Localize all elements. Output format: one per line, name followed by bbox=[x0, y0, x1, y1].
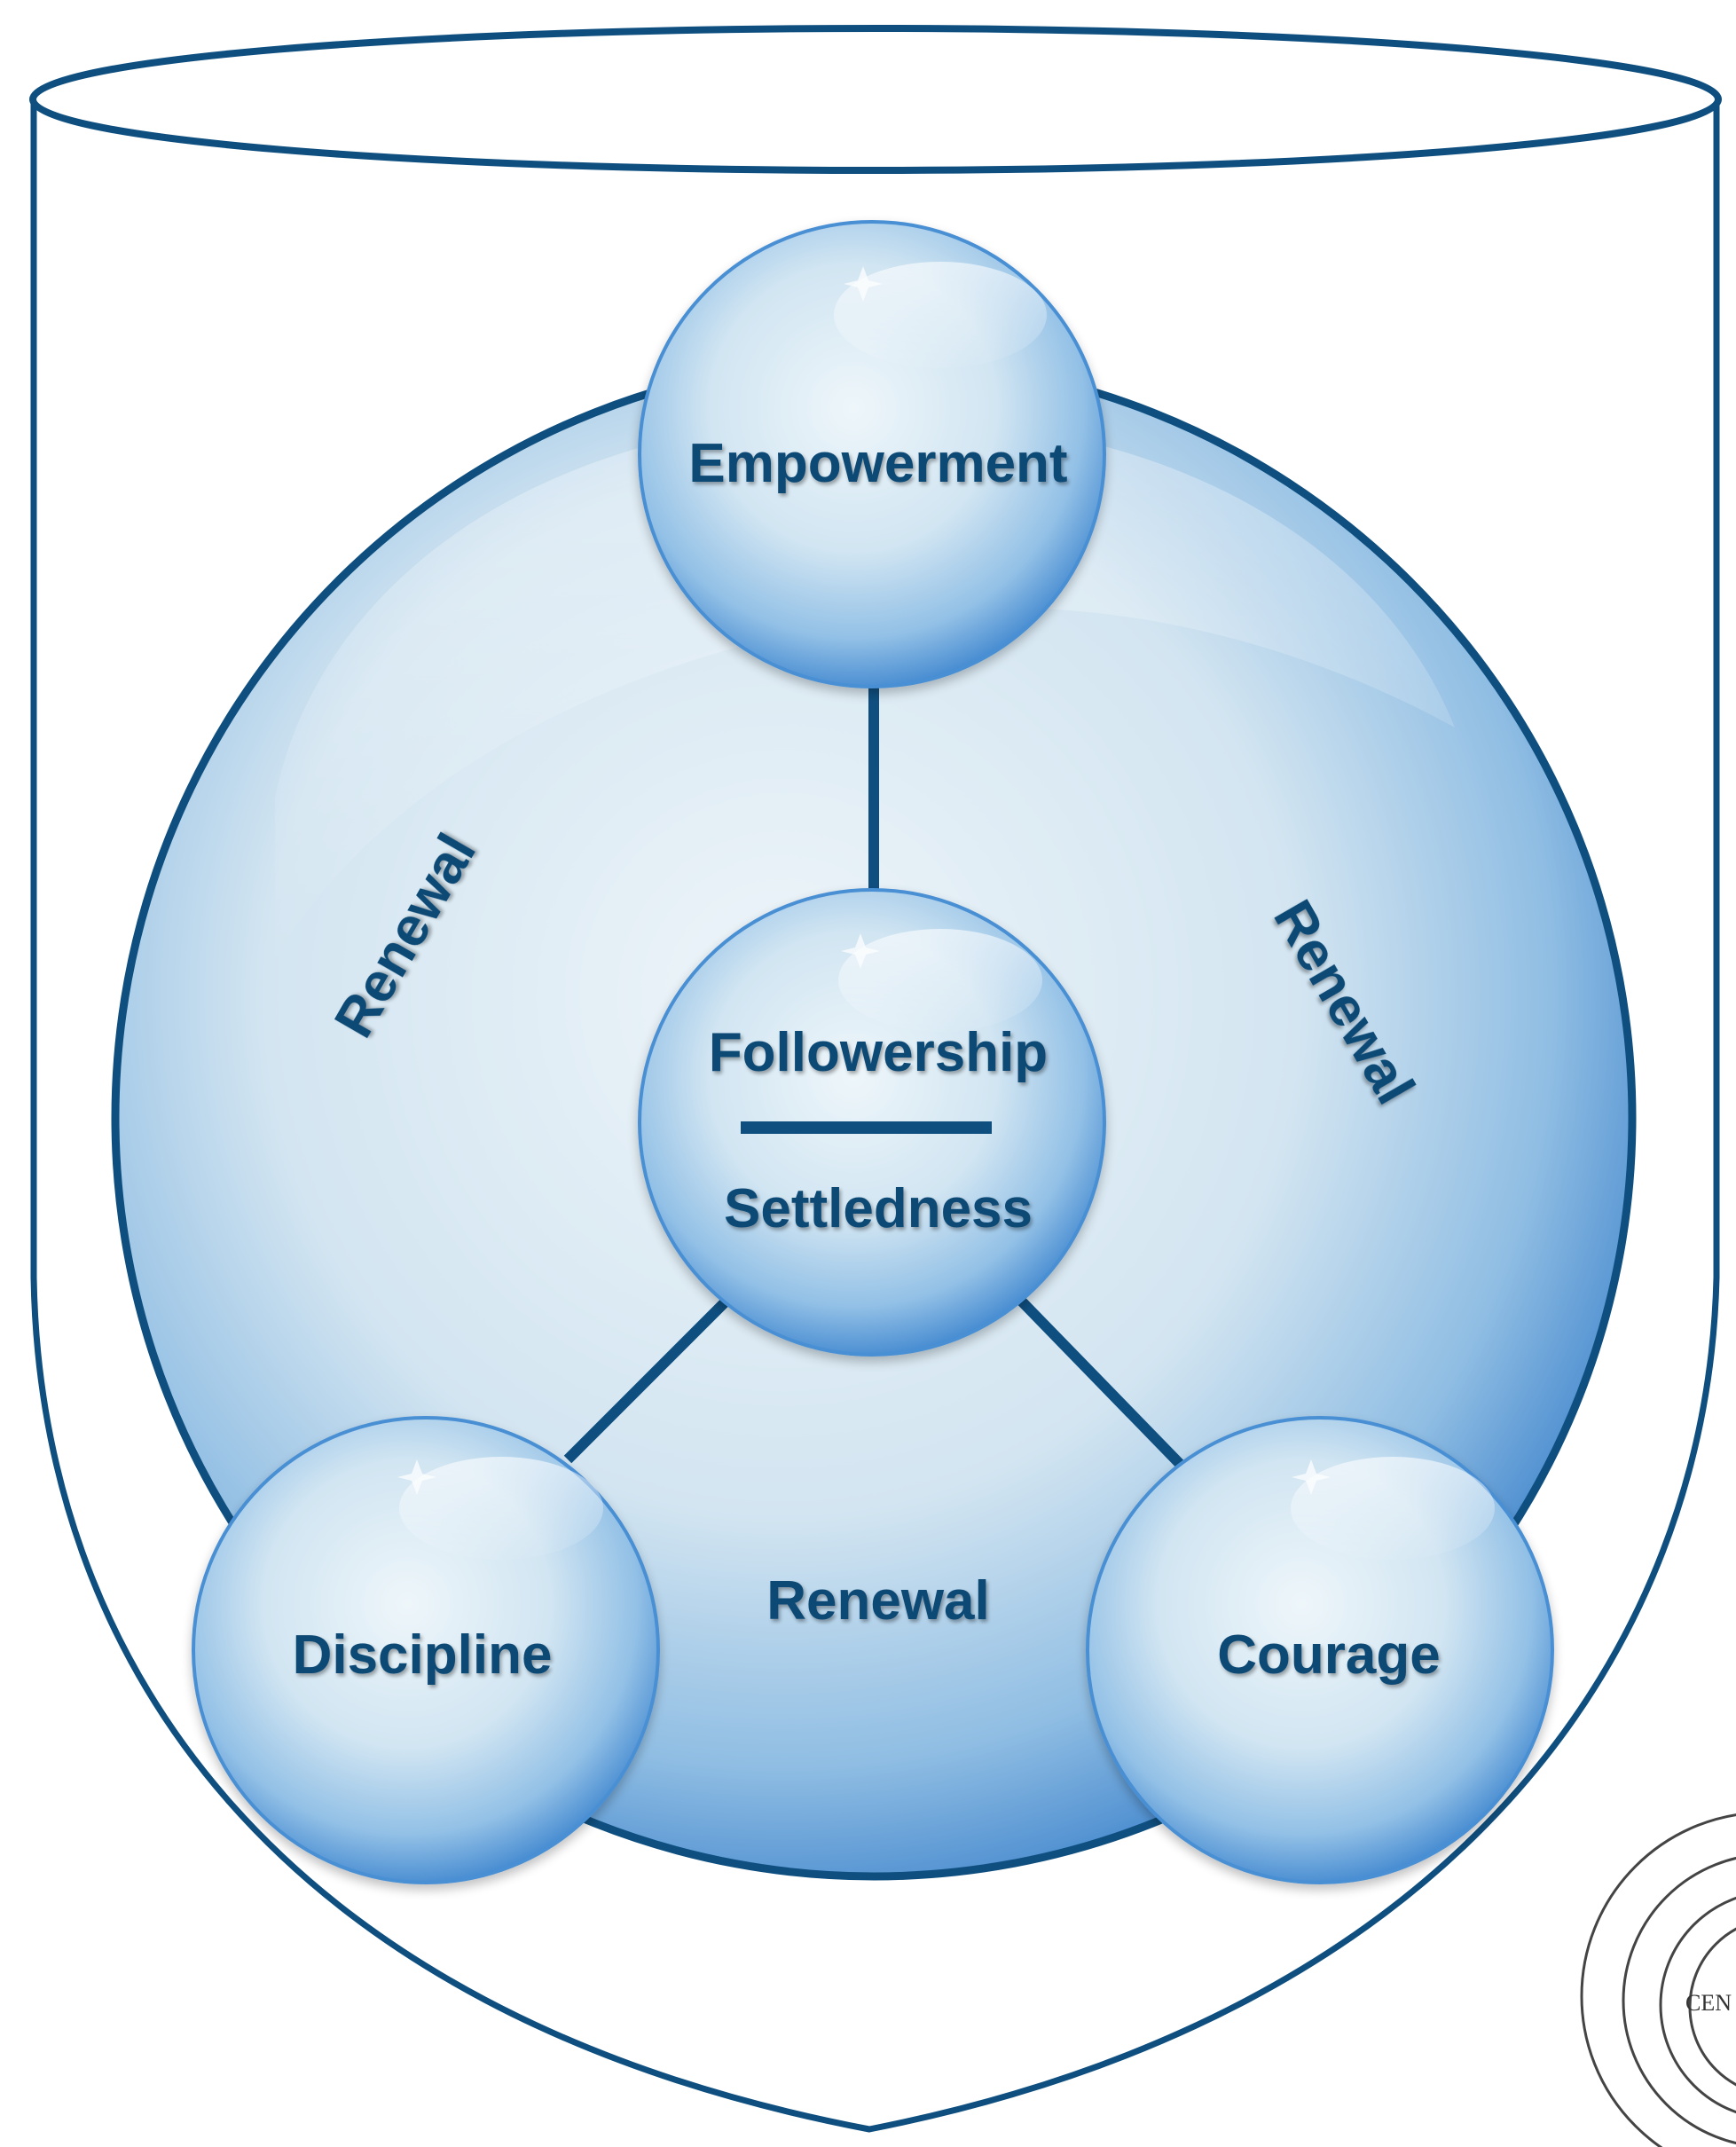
node-discipline bbox=[192, 1416, 660, 1884]
sparkle-icon bbox=[1292, 1459, 1331, 1495]
edge-label-bottom: Renewal bbox=[766, 1570, 990, 1632]
connector-left bbox=[563, 1295, 732, 1464]
vessel-rim bbox=[29, 25, 1722, 174]
connector-right bbox=[1016, 1295, 1184, 1468]
node-label-empowerment: Empowerment bbox=[688, 433, 1067, 494]
sparkle-icon bbox=[844, 266, 883, 302]
node-empowerment bbox=[638, 220, 1106, 688]
node-label-courage: Courage bbox=[1217, 1624, 1440, 1686]
sparkle-icon bbox=[397, 1459, 436, 1495]
node-label-settledness: Settledness bbox=[724, 1178, 1033, 1239]
logo-text: CEN bbox=[1685, 1990, 1732, 2016]
sparkle-icon bbox=[841, 933, 880, 969]
logo-seal: CEN bbox=[1580, 1813, 1736, 2147]
node-label-followership: Followership bbox=[709, 1022, 1048, 1083]
node-courage bbox=[1086, 1416, 1554, 1884]
node-label-discipline: Discipline bbox=[293, 1624, 553, 1686]
vessel-outline bbox=[30, 98, 1720, 2133]
outer-sphere-highlight bbox=[275, 417, 1455, 958]
